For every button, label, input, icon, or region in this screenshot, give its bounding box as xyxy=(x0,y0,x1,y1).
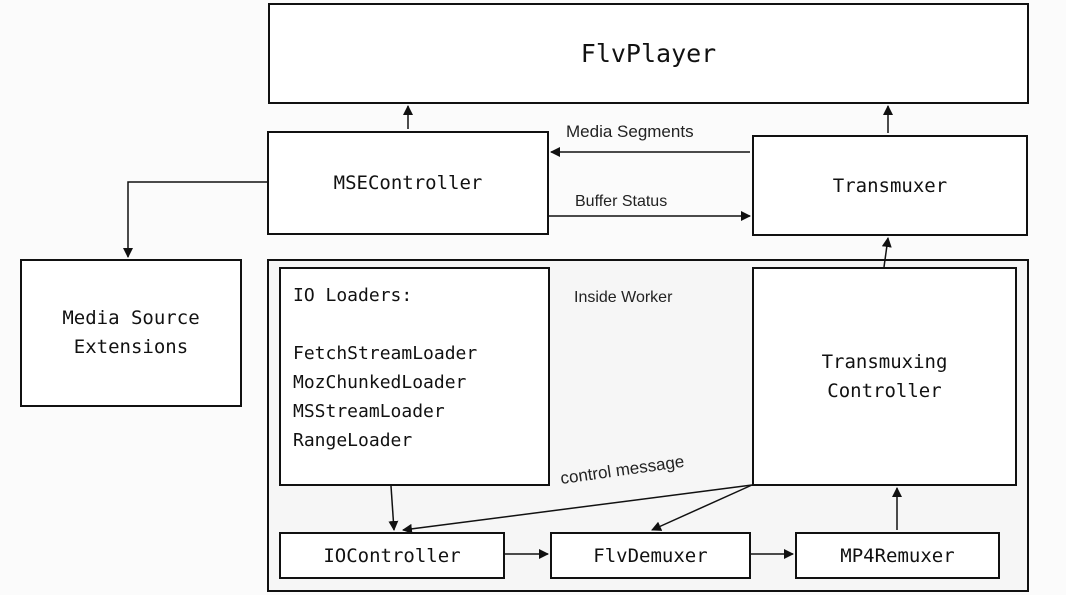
flvdemuxer-box: FlvDemuxer xyxy=(550,532,751,579)
msecontroller-label: MSEController xyxy=(333,172,483,194)
iocontroller-label: IOController xyxy=(323,544,461,567)
transmuxing-controller-label: Transmuxing Controller xyxy=(821,350,948,402)
loader-item-fetchstream: FetchStreamLoader xyxy=(293,343,478,364)
media-source-extensions-box: Media Source Extensions xyxy=(20,259,242,407)
io-loaders-title: IO Loaders: xyxy=(293,285,413,306)
flvplayer-label: FlvPlayer xyxy=(580,39,717,68)
loader-item-mozchunked: MozChunkedLoader xyxy=(293,372,467,393)
media-segments-label: Media Segments xyxy=(566,122,694,141)
flvplayer-box: FlvPlayer xyxy=(268,3,1029,104)
io-loaders-list: FetchStreamLoader MozChunkedLoader MSStr… xyxy=(293,339,548,455)
buffer-status-label: Buffer Status xyxy=(575,193,668,210)
mp4remuxer-box: MP4Remuxer xyxy=(795,532,1000,579)
mp4remuxer-label: MP4Remuxer xyxy=(840,544,955,567)
io-loaders-box: IO Loaders: FetchStreamLoader MozChunked… xyxy=(279,267,550,486)
transmuxer-box: Transmuxer xyxy=(752,135,1028,236)
loader-item-range: RangeLoader xyxy=(293,430,413,451)
msecontroller-box: MSEController xyxy=(267,131,549,235)
flvdemuxer-label: FlvDemuxer xyxy=(593,544,708,567)
media-source-extensions-label: Media Source Extensions xyxy=(62,307,200,358)
arrow-msecontroller-to-mse xyxy=(123,181,267,258)
inside-worker-label: Inside Worker xyxy=(574,289,673,306)
transmuxing-controller-box: Transmuxing Controller xyxy=(752,267,1017,486)
loader-item-msstream: MSStreamLoader xyxy=(293,401,445,422)
iocontroller-box: IOController xyxy=(279,532,505,579)
transmuxer-label: Transmuxer xyxy=(832,174,948,197)
